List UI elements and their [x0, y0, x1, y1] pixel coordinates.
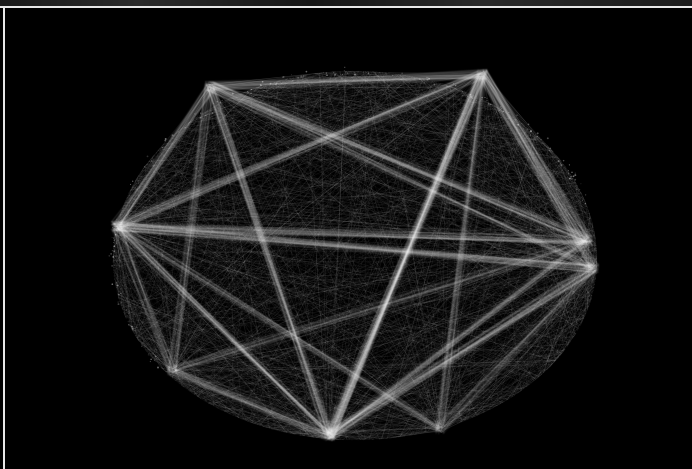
string-art-image	[5, 8, 692, 469]
